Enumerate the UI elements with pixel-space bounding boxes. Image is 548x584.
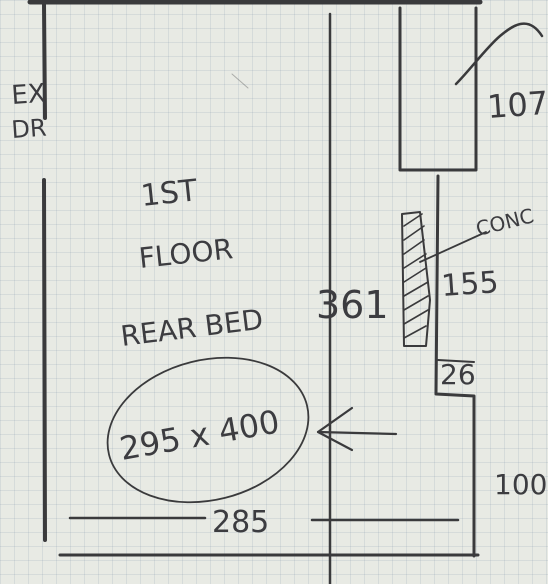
room-label-line1: 1ST xyxy=(139,173,199,214)
size-ellipse xyxy=(106,356,310,504)
arrow-head-icon xyxy=(316,406,354,452)
room-label-line2: FLOOR xyxy=(137,232,234,275)
ex-label-line1: EX xyxy=(10,79,46,111)
right-box-outline xyxy=(398,6,478,172)
wavy-mark xyxy=(454,22,544,86)
dimension-155: 155 xyxy=(440,265,500,304)
right-step-outline xyxy=(434,174,476,558)
left-wall-line xyxy=(42,2,47,120)
faint-mark xyxy=(231,73,249,89)
dimension-100: 100 xyxy=(494,468,547,501)
dimension-361: 361 xyxy=(316,283,389,327)
conc-leader-line xyxy=(419,231,487,263)
room-size-label: 295 x 400 xyxy=(117,402,283,467)
hatch-lines xyxy=(403,213,429,339)
arrow-shaft xyxy=(316,430,398,436)
ex-label-line2: DR xyxy=(10,114,47,144)
dimension-285: 285 xyxy=(212,505,269,540)
room-label-line3: REAR BED xyxy=(119,303,265,353)
dimension-107: 107 xyxy=(486,84,548,126)
conc-note: CONC xyxy=(473,203,536,240)
step-tick xyxy=(437,359,475,363)
left-wall-lower-line xyxy=(42,178,47,542)
dimension-26: 26 xyxy=(440,358,476,391)
